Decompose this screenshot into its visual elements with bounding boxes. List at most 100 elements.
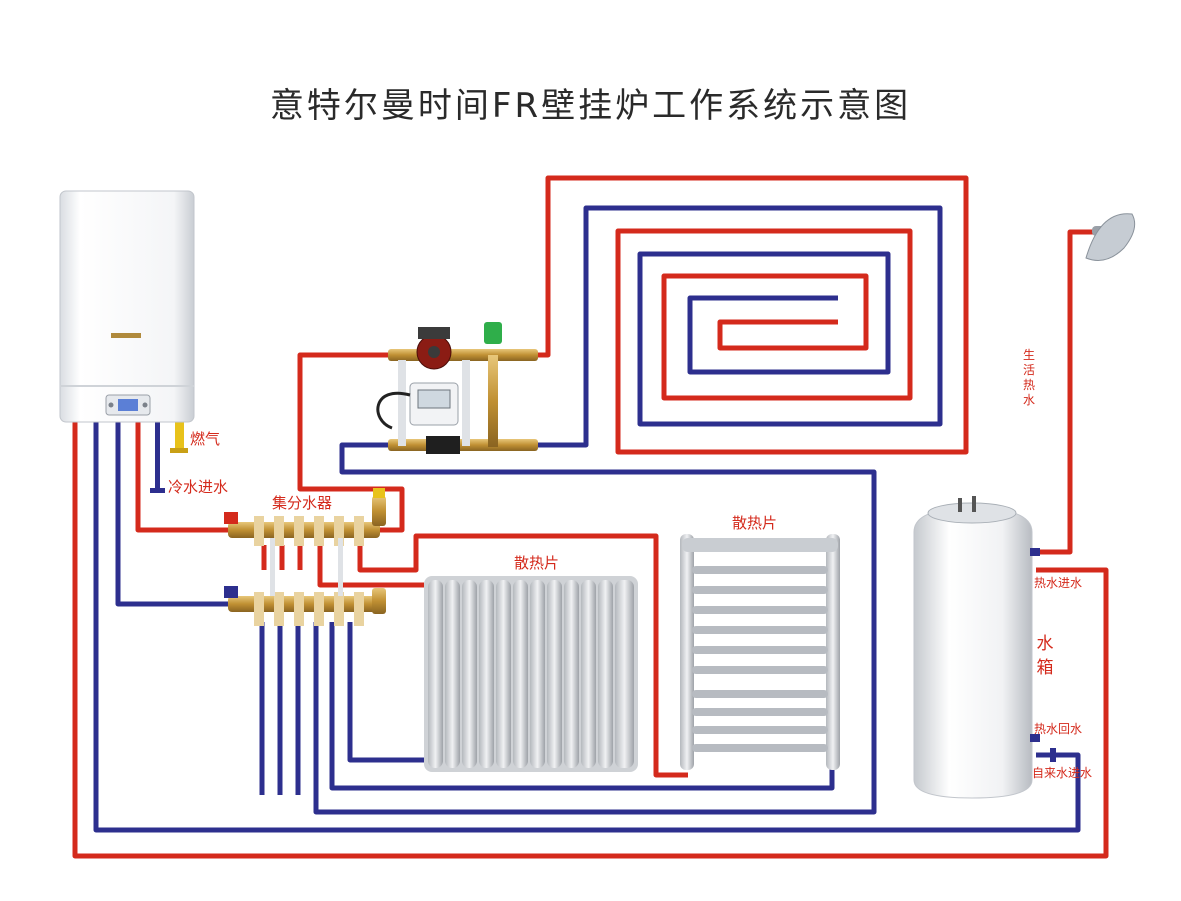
gas-pipe-end xyxy=(170,448,188,453)
diagram-title: 意特尔曼时间FR壁挂炉工作系统示意图 xyxy=(269,86,912,126)
boiler-return-pipe xyxy=(115,422,228,607)
main-pipework xyxy=(72,229,1109,859)
radiator-fin xyxy=(496,580,511,768)
tap-water-in-label: 自来水进水 xyxy=(1032,766,1093,780)
radiator xyxy=(424,576,638,772)
pump-group-return-pipe xyxy=(313,442,877,815)
towel-bar xyxy=(692,708,828,716)
towel-radiator xyxy=(680,534,840,770)
return-port-5 xyxy=(334,592,344,626)
supply-manifold-valve xyxy=(224,512,238,524)
pump-group-bracket-left xyxy=(398,360,406,446)
towel-bar xyxy=(692,566,828,574)
manifold-port-1 xyxy=(254,516,264,546)
towel-bar xyxy=(692,666,828,674)
radiator-fin xyxy=(479,580,494,768)
towel-bar xyxy=(692,586,828,594)
radiator-fin xyxy=(530,580,545,768)
return-port-4 xyxy=(314,592,324,626)
hot-water-return-label: 热水回水 xyxy=(1034,722,1083,736)
pump-controller-cable xyxy=(376,391,411,430)
pump-group xyxy=(376,322,538,454)
pump-group-riser xyxy=(488,355,498,447)
cold-water-in-label: 冷水进水 xyxy=(168,478,229,496)
return-port-2 xyxy=(274,592,284,626)
pump-group-black-sleeve xyxy=(426,436,460,454)
circulation-pump-hub xyxy=(428,346,440,358)
towel-radiator-right-rail xyxy=(826,534,840,770)
water-tank-body xyxy=(913,507,1033,799)
towel-bar xyxy=(692,626,828,634)
outer-supply-pipe xyxy=(72,422,1109,859)
return-port-1 xyxy=(254,592,264,626)
boiler-lcd xyxy=(118,399,138,411)
cold-water-inlet xyxy=(150,422,165,493)
tap-water-inlet-fitting xyxy=(1050,748,1056,762)
outer-return-pipe xyxy=(93,422,1081,833)
cold-water-pipe-end xyxy=(150,488,165,493)
towel-radiator-supply-pipe xyxy=(357,533,688,778)
boiler-supply-pipe xyxy=(135,422,228,533)
radiator-fin xyxy=(428,580,443,768)
pump-controller-screen xyxy=(417,389,451,409)
manifold-port-3 xyxy=(294,516,304,546)
towel-bar xyxy=(692,744,828,752)
boiler-brand-badge xyxy=(111,333,141,338)
manifold-port-2 xyxy=(274,516,284,546)
return-port-3 xyxy=(294,592,304,626)
supply-manifold-cap xyxy=(373,488,385,498)
towel-bar xyxy=(692,690,828,698)
towel-radiator-return-pipe xyxy=(329,622,835,791)
towel-bar xyxy=(692,726,828,734)
hot-water-outlet-fitting xyxy=(1030,548,1040,556)
radiator-fin xyxy=(513,580,528,768)
towel-radiator-top xyxy=(682,538,838,552)
return-port-6 xyxy=(354,592,364,626)
manifold-bracket-left xyxy=(270,538,275,596)
domestic-hot-water-pipe xyxy=(1036,229,1094,555)
towel-radiator-label: 散热片 xyxy=(732,514,778,532)
towel-bar xyxy=(692,646,828,654)
hot-water-return-fitting xyxy=(1030,734,1040,742)
supply-manifold-vent xyxy=(372,496,386,526)
gas-pipe xyxy=(170,422,188,453)
boiler xyxy=(59,190,195,423)
shower-head xyxy=(1085,213,1136,261)
floor-loop-return-pipe xyxy=(535,205,943,448)
manifold-port-4 xyxy=(314,516,324,546)
cold-water-pipe xyxy=(155,422,160,490)
boiler-knob-left xyxy=(108,402,114,408)
boiler-panel-divider xyxy=(60,385,194,387)
hot-water-in-label: 热水进水 xyxy=(1034,576,1083,590)
radiator-fin xyxy=(598,580,613,768)
gas-pipe-body xyxy=(175,422,184,450)
radiator-fin xyxy=(547,580,562,768)
radiator-supply-pipe xyxy=(317,545,424,588)
radiator-fin xyxy=(615,580,634,768)
floor-heating-loop xyxy=(535,175,969,455)
towel-radiator-left-rail xyxy=(680,534,694,770)
manifold-bracket-right xyxy=(338,538,343,596)
supply-manifold xyxy=(224,488,386,546)
return-manifold-valve xyxy=(224,586,238,598)
manifold-label: 集分水器 xyxy=(272,494,333,512)
radiator-fin xyxy=(445,580,460,768)
gas-label: 燃气 xyxy=(190,430,221,448)
radiator-fin xyxy=(564,580,579,768)
boiler-knob-right xyxy=(142,402,148,408)
manifold-port-6 xyxy=(354,516,364,546)
radiator-label: 散热片 xyxy=(514,554,560,572)
water-tank-anode xyxy=(972,496,976,512)
radiator-return-pipe xyxy=(347,622,424,763)
floor-loop-supply-pipe xyxy=(535,175,969,455)
pump-motor xyxy=(418,327,450,339)
pump-group-supply-bar xyxy=(388,349,538,361)
water-tank xyxy=(913,496,1056,799)
towel-bar xyxy=(692,606,828,614)
radiator-fin xyxy=(462,580,477,768)
domestic-hot-water-label: 生活热水 xyxy=(1022,348,1035,407)
boiler-body xyxy=(59,190,195,423)
return-manifold xyxy=(224,538,386,626)
mixing-valve-actuator xyxy=(484,322,502,344)
